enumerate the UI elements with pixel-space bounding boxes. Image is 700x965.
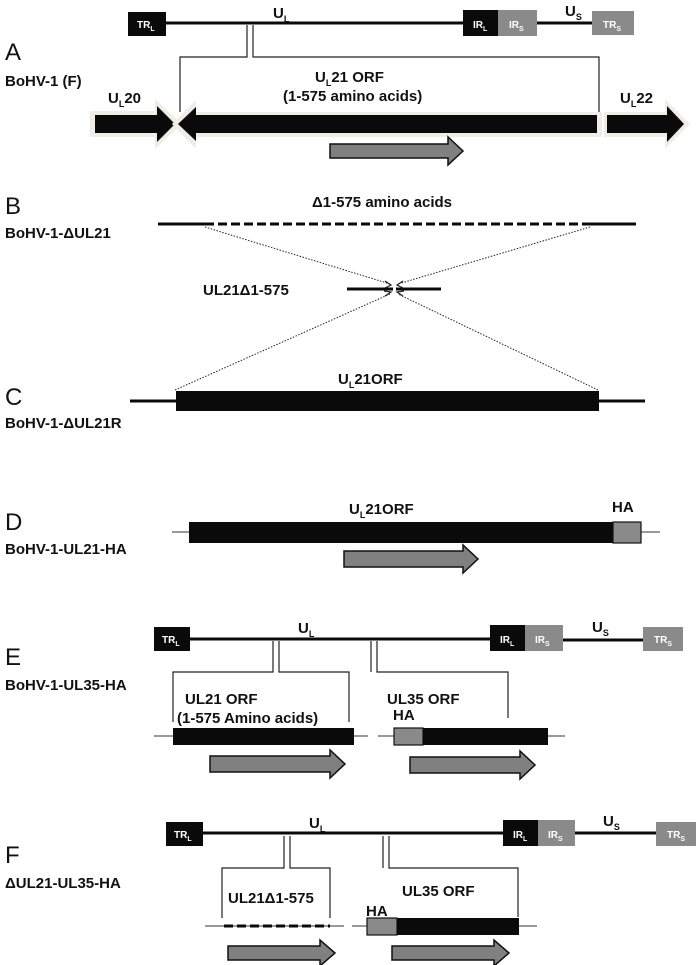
irs-box (525, 625, 563, 651)
ul21-orf-label: UL21ORF (349, 501, 414, 520)
irl-label: IRL (473, 20, 488, 33)
ul21-bracket-right (278, 641, 350, 722)
ul35-bracket-right (388, 836, 519, 917)
ul22-label: UL22 (620, 90, 653, 109)
ul21-orf-block (173, 728, 354, 745)
arrowhead-icon (395, 280, 404, 289)
trl-box (166, 822, 203, 846)
panel-name-f: ΔUL21-UL35-HA (5, 875, 121, 892)
ul20-label: UL20 (108, 90, 141, 109)
panel-a: A BoHV-1 (F) TRL IRL IRS TRS UL US UL20 … (5, 3, 690, 167)
irs-label: IRS (535, 635, 550, 648)
fragment-label: UL21Δ1-575 (203, 282, 289, 299)
zoom-bracket-left (179, 25, 248, 112)
panel-letter-f: F (5, 842, 20, 869)
ul21-bracket-left (172, 641, 274, 722)
trl-box (154, 627, 190, 651)
ul35-orf-block (423, 728, 548, 745)
panel-c: C BoHV-1-ΔUL21R UL21ORF (5, 371, 645, 432)
ha-tag-box (612, 521, 642, 544)
arrowhead-icon (384, 280, 393, 289)
panel-f: F ΔUL21-UL35-HA TRL IRL IRS TRS UL US UL… (5, 813, 696, 965)
ul20-arrow (95, 106, 175, 142)
panel-letter-d: D (5, 509, 22, 536)
ul21-orf-block (176, 391, 599, 411)
ul35-bracket-right (376, 641, 509, 718)
crossover-line (397, 226, 591, 285)
trs-label: TRS (667, 830, 685, 843)
ul21-aa-range-label: (1-575 Amino acids) (177, 710, 318, 727)
trs-label: TRS (654, 635, 672, 648)
trl-box (128, 12, 166, 36)
irl-box (463, 10, 498, 36)
ul21-deletion-label: UL21Δ1-575 (228, 890, 314, 907)
irs-label: IRS (509, 20, 524, 33)
panel-d: D BoHV-1-UL21-HA UL21ORF HA (5, 499, 660, 575)
ul35-orf-label: UL35 ORF (387, 691, 460, 708)
irl-box (503, 820, 538, 846)
ul-label: UL (298, 620, 315, 639)
crossover-line (204, 226, 391, 285)
crossover-line (397, 293, 599, 391)
ul21-bracket-right (289, 836, 331, 918)
ha-tag-label: HA (366, 903, 388, 920)
panel-letter-b: B (5, 193, 21, 220)
ul21-orf-label: UL21 ORF (185, 691, 258, 708)
panel-e: E BoHV-1-UL35-HA TRL IRL IRS TRS UL US U… (5, 619, 683, 781)
ha-tag-label: HA (612, 499, 634, 516)
ul21-orf-arrow (178, 107, 597, 141)
trl-label: TRL (162, 635, 180, 648)
ul21-orf-block (189, 522, 613, 543)
trs-box (656, 822, 696, 846)
ul35-orf-label: UL35 ORF (402, 883, 475, 900)
panel-name-a: BoHV-1 (F) (5, 73, 82, 90)
panel-b: B BoHV-1-ΔUL21 Δ1-575 amino acids UL21Δ1… (5, 193, 636, 391)
arrowhead-icon (383, 290, 393, 297)
arrowhead-icon (395, 290, 405, 297)
ha-tag-label: HA (393, 707, 415, 724)
ul21-orf-label: UL21ORF (338, 371, 403, 390)
us-label: US (565, 3, 582, 22)
crossover-line (174, 293, 391, 391)
ha-tag-box (393, 727, 424, 746)
trs-box (643, 627, 683, 651)
panel-name-c: BoHV-1-ΔUL21R (5, 415, 122, 432)
deletion-label: Δ1-575 amino acids (312, 194, 452, 211)
panel-name-b: BoHV-1-ΔUL21 (5, 225, 111, 242)
irl-label: IRL (500, 635, 515, 648)
panel-letter-e: E (5, 644, 21, 671)
zoom-bracket-right (252, 25, 600, 112)
transcription-direction-arrow (209, 748, 347, 780)
irl-label: IRL (513, 830, 528, 843)
us-label: US (592, 619, 609, 638)
irs-box (498, 10, 537, 36)
trs-box (592, 11, 634, 35)
ul21-orf-label: UL21 ORF (315, 69, 384, 88)
ul22-arrow (607, 106, 684, 142)
irs-label: IRS (548, 830, 563, 843)
transcription-direction-arrow (391, 938, 511, 965)
ul21-aa-range-label: (1-575 amino acids) (283, 88, 422, 105)
irl-box (490, 625, 525, 651)
ul-label: UL (309, 815, 326, 834)
panel-letter-c: C (5, 384, 22, 411)
transcription-direction-arrow (329, 135, 465, 167)
us-label: US (603, 813, 620, 832)
panel-name-e: BoHV-1-UL35-HA (5, 677, 127, 694)
transcription-direction-arrow (343, 543, 480, 575)
trs-label: TRS (603, 20, 621, 33)
irs-box (538, 820, 575, 846)
ul21-bracket-left (221, 836, 285, 918)
ul-label: UL (273, 5, 290, 24)
trl-label: TRL (137, 20, 155, 33)
ul35-orf-block (397, 918, 519, 935)
panel-name-d: BoHV-1-UL21-HA (5, 541, 127, 558)
transcription-direction-arrow (409, 749, 537, 781)
ha-tag-box (366, 917, 398, 936)
panel-letter-a: A (5, 39, 21, 66)
transcription-direction-arrow (227, 938, 337, 965)
trl-label: TRL (174, 830, 192, 843)
